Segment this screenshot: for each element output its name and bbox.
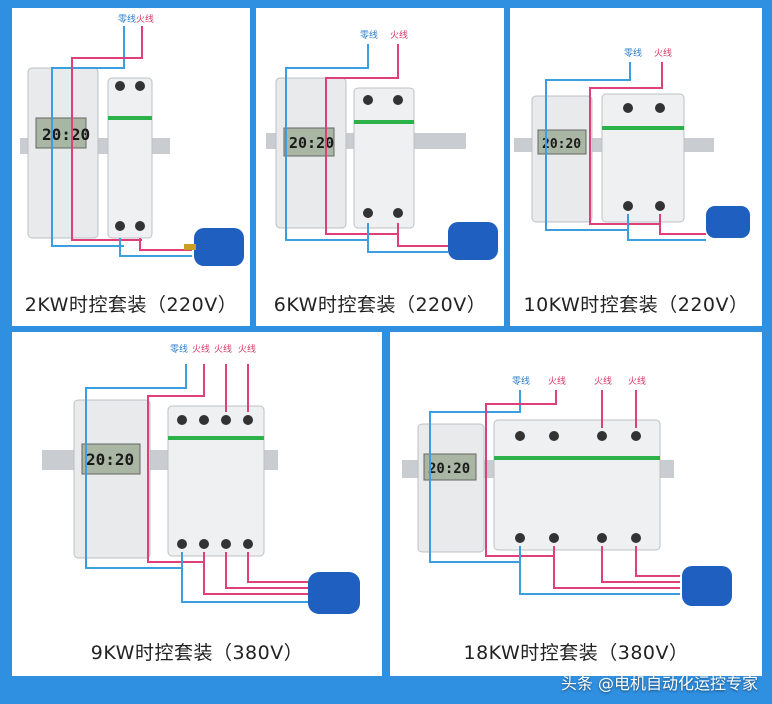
svg-text:20:20: 20:20 <box>42 125 90 144</box>
svg-text:火线: 火线 <box>214 343 232 355</box>
motor-icon <box>682 566 732 606</box>
svg-text:火线: 火线 <box>548 375 566 387</box>
motor-icon <box>308 572 360 614</box>
svg-text:20:20: 20:20 <box>428 461 470 477</box>
wiring-diagram: 20:20 零线 火线 <box>20 13 244 266</box>
kit-caption: 10KW时控套装（220V） <box>523 294 749 316</box>
svg-text:火线: 火线 <box>390 29 408 41</box>
svg-text:20:20: 20:20 <box>289 134 334 152</box>
kit-panel-6kw: 20:20 零线 火线 6KW时控套装（220V） <box>256 8 504 326</box>
motor-icon <box>184 228 244 266</box>
motor-icon <box>706 206 750 238</box>
svg-text:火线: 火线 <box>628 375 646 387</box>
wiring-diagram: 20:20 零线 火线 <box>514 47 750 241</box>
kit-caption: 18KW时控套装（380V） <box>463 642 689 664</box>
svg-text:火线: 火线 <box>136 13 154 25</box>
svg-text:零线: 零线 <box>624 47 642 59</box>
kit-panel-2kw: 20:20 零线 火线 2KW时控套装（220V） <box>12 8 250 326</box>
motor-icon <box>448 222 498 260</box>
svg-text:火线: 火线 <box>594 375 612 387</box>
kit-caption: 6KW时控套装（220V） <box>273 294 487 316</box>
watermark: 头条 @电机自动化运控专家 <box>560 674 758 693</box>
wiring-diagram: 20:20 零线 火线 <box>266 29 498 260</box>
wiring-diagram: 20:20 零线 火线 火线 火线 <box>42 343 360 614</box>
svg-text:零线: 零线 <box>118 13 136 25</box>
kit-panel-18kw: 20:20 零线 火线 火线 火线 18KW时控套装（380V） <box>390 332 762 676</box>
svg-text:零线: 零线 <box>512 375 530 387</box>
svg-text:火线: 火线 <box>192 343 210 355</box>
svg-text:零线: 零线 <box>360 29 378 41</box>
svg-text:20:20: 20:20 <box>542 137 581 152</box>
svg-text:零线: 零线 <box>170 343 188 355</box>
kit-panel-10kw: 20:20 零线 火线 10KW时控套装（220V） <box>510 8 762 326</box>
svg-text:20:20: 20:20 <box>86 450 134 469</box>
kit-caption: 9KW时控套装（380V） <box>90 642 304 664</box>
svg-text:火线: 火线 <box>654 47 672 59</box>
kit-caption: 2KW时控套装（220V） <box>24 294 238 316</box>
kit-panel-9kw: 20:20 零线 火线 火线 火线 9KW时控套装（380V） <box>12 332 382 676</box>
wiring-diagram: 20:20 零线 火线 火线 火线 <box>402 375 732 606</box>
svg-text:火线: 火线 <box>238 343 256 355</box>
